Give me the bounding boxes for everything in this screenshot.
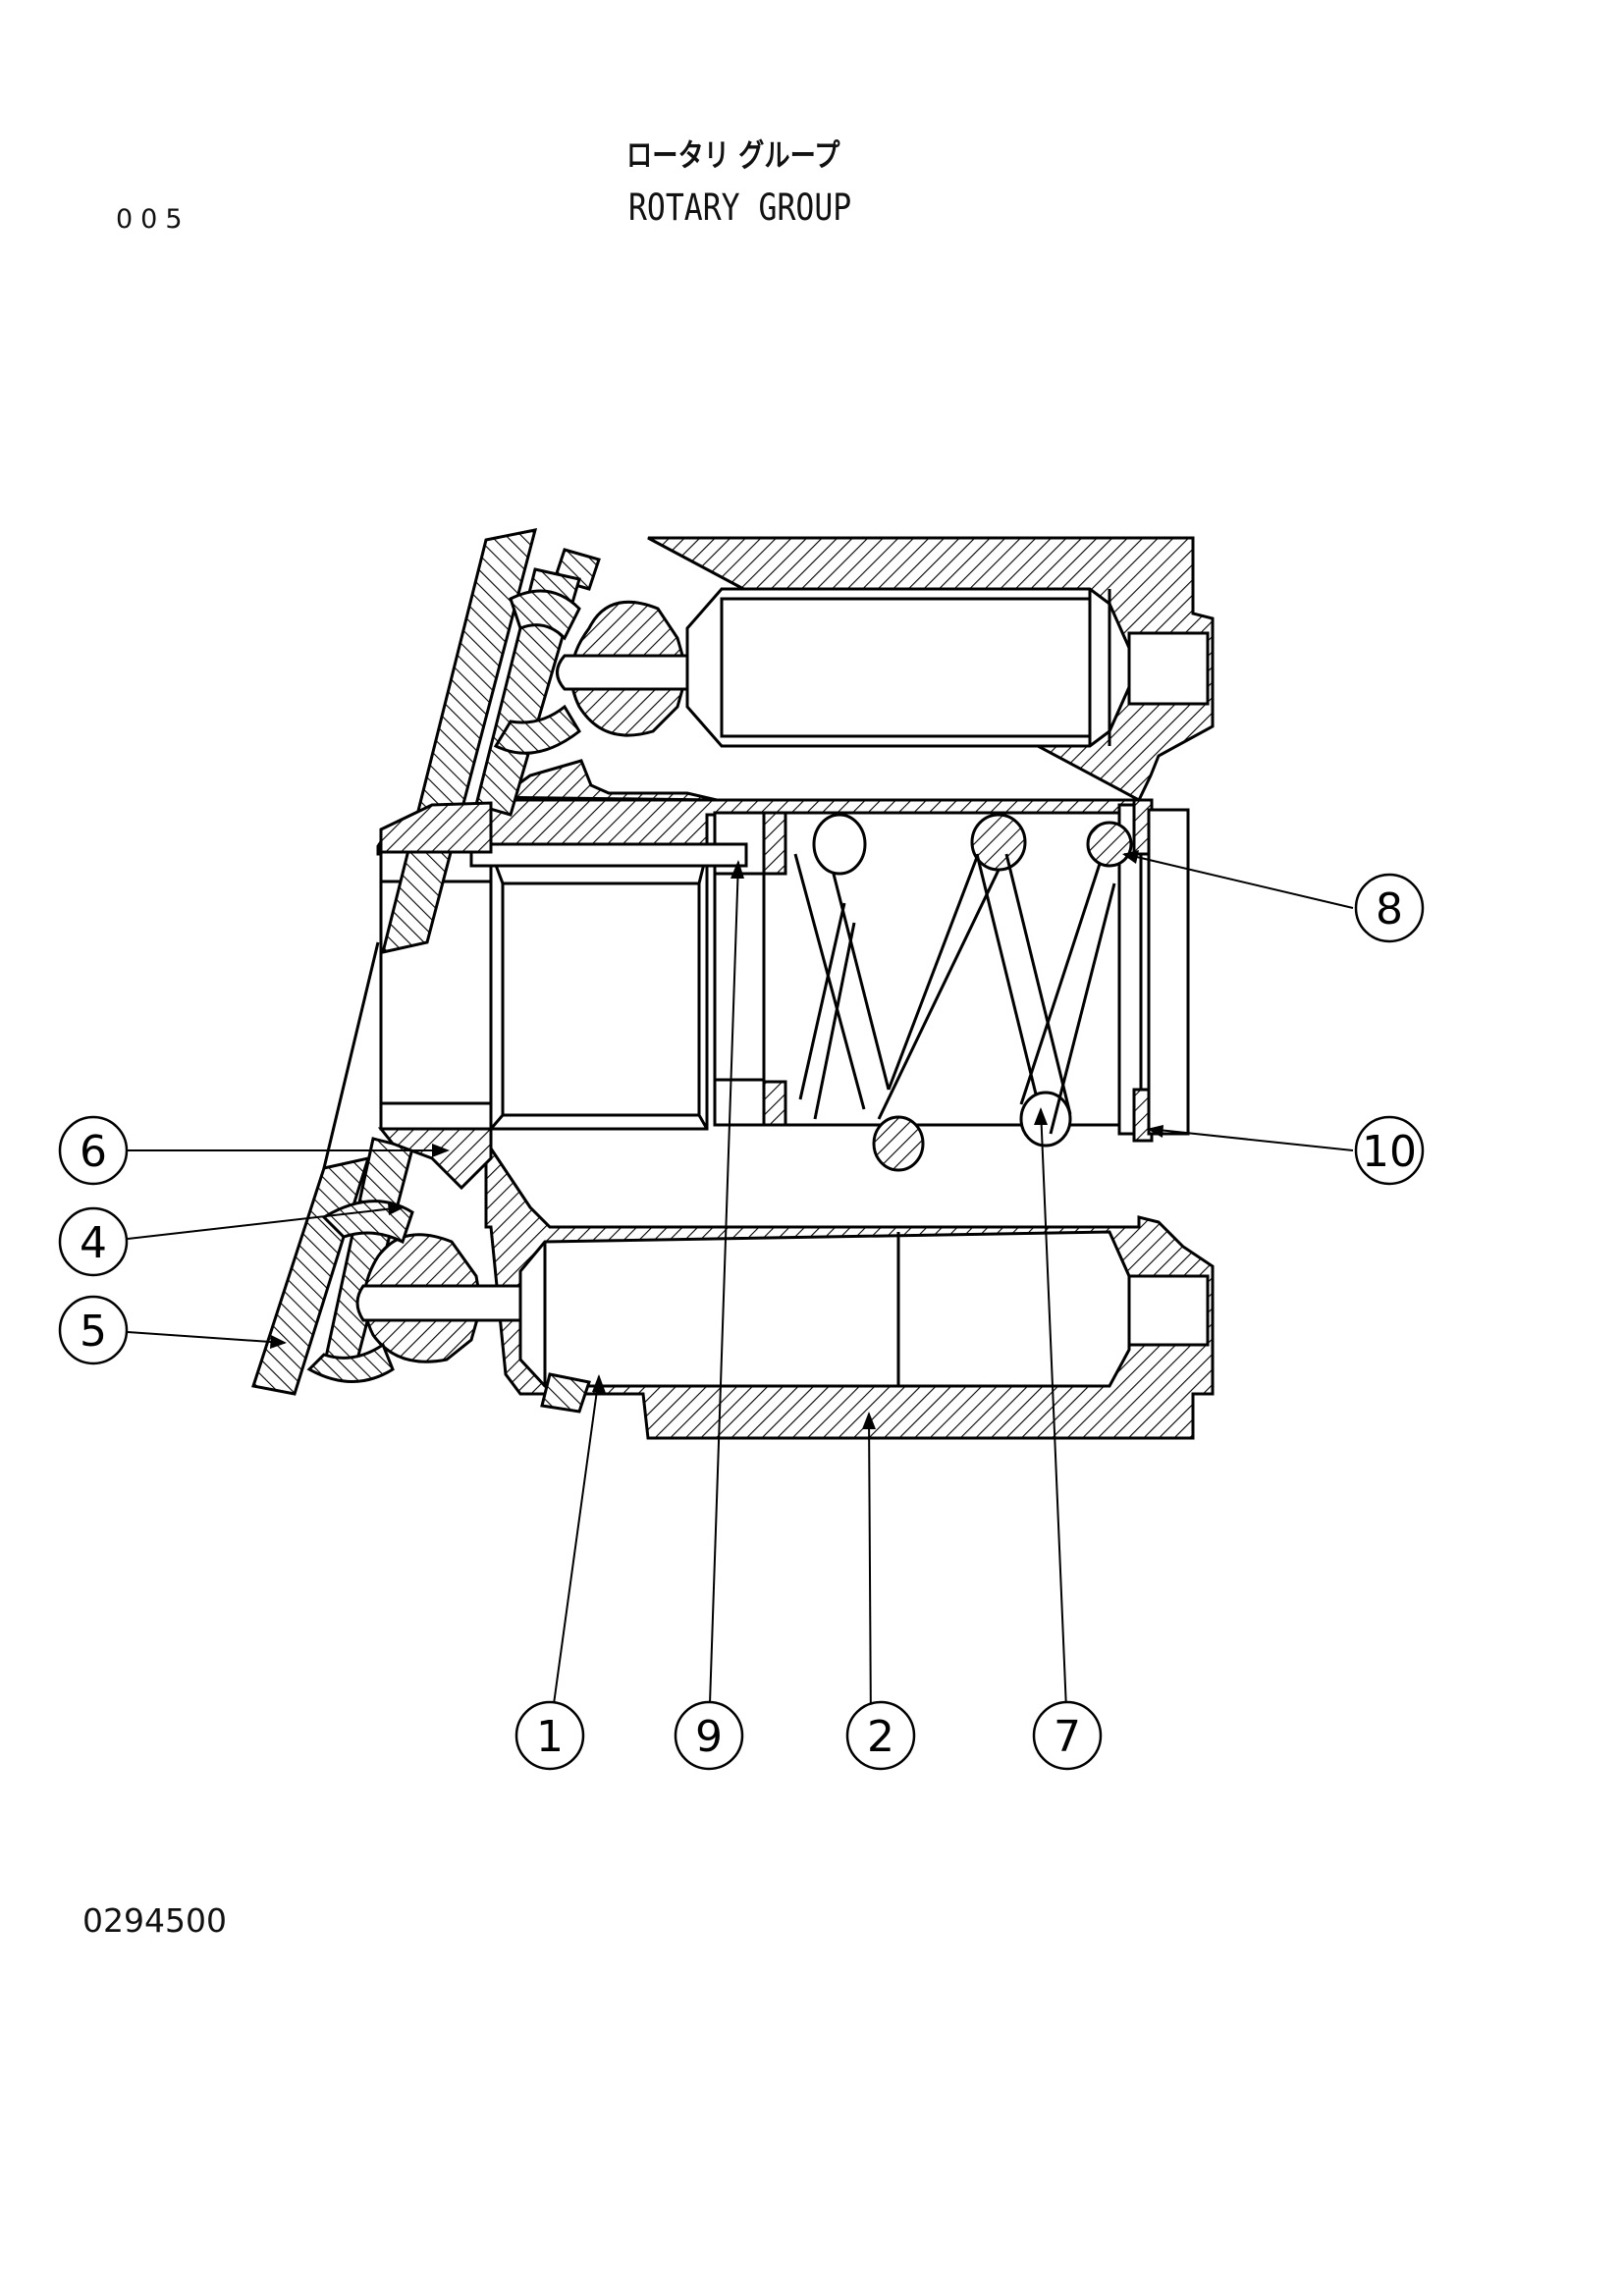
callout-4: 4: [58, 1206, 129, 1277]
lower-cylinder-bore: [518, 1230, 1210, 1388]
drawing-number: 0294500: [82, 1901, 227, 1940]
title-english: ROTARY GROUP: [628, 187, 852, 229]
upper-cylinder-bore: [685, 587, 1210, 748]
callout-8-label: 9: [695, 1712, 723, 1762]
callout-6-label: 6: [80, 1127, 107, 1177]
callout-5: 5: [58, 1295, 129, 1365]
ball-guide: [322, 801, 493, 1191]
callout-9: 8: [1354, 873, 1425, 943]
upper-piston-ball: [493, 589, 689, 755]
callout-7-label: 7: [1054, 1712, 1081, 1762]
callout-9-label: 8: [1376, 884, 1403, 934]
lower-piston-ball: [306, 1200, 522, 1383]
arrowheads: [270, 850, 1163, 1429]
callout-6: 6: [58, 1115, 129, 1186]
callout-7: 7: [1032, 1700, 1103, 1771]
callout-4-label: 4: [80, 1218, 107, 1268]
callout-10: 10: [1354, 1115, 1425, 1186]
page-number: 005: [116, 204, 190, 235]
center-bore: [379, 798, 1190, 1143]
callout-2: 2: [845, 1700, 916, 1771]
callout-2-label: 2: [867, 1712, 894, 1762]
spring: [793, 813, 1133, 1172]
callout-1-label: 1: [536, 1712, 564, 1762]
leader-lines: [127, 853, 1354, 1734]
callout-8: 9: [674, 1700, 744, 1771]
callout-1: 1: [514, 1700, 585, 1771]
callout-5-label: 5: [80, 1307, 107, 1357]
title-japanese: ロータリ グループ: [626, 136, 840, 174]
callout-10-label: 10: [1362, 1127, 1417, 1177]
